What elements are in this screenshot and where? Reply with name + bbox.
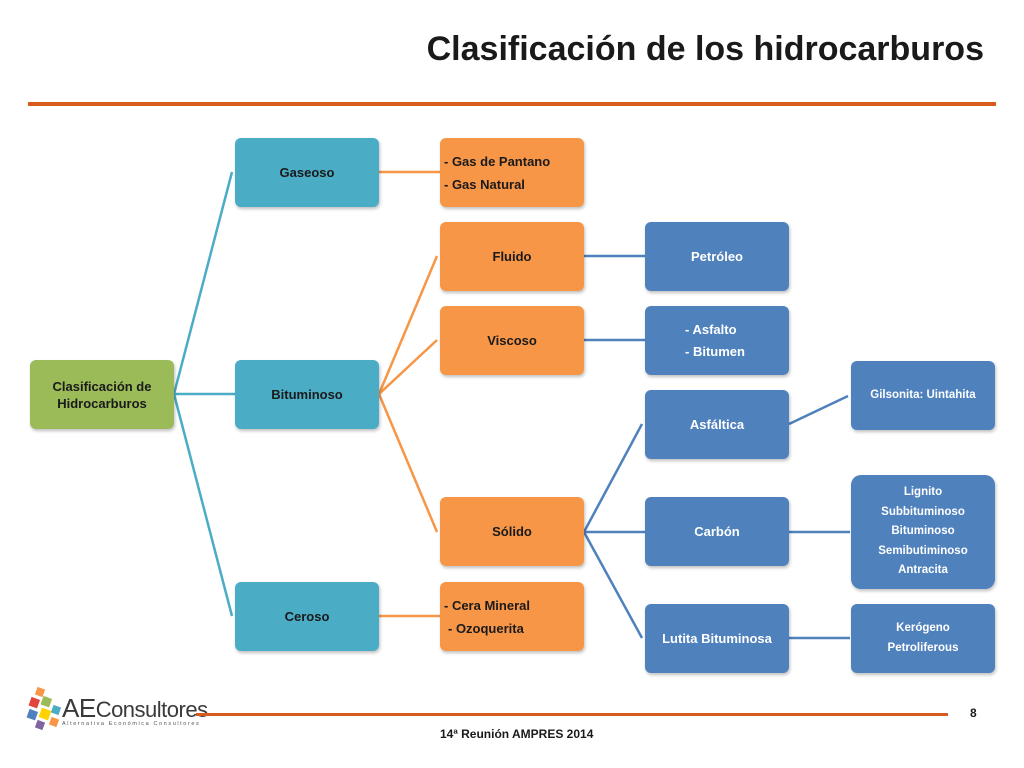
cera-item: - Ozoquerita (448, 620, 524, 636)
link-solido-asfaltica (582, 423, 644, 533)
node-root: Clasificación de Hidrocarburos (30, 360, 174, 429)
gas-item: - Gas Natural (444, 176, 525, 192)
node-gaseoso: Gaseoso (235, 138, 379, 207)
viscoso-item: - Asfalto (685, 321, 737, 337)
logo-tagline: Alternativa Económica Consultores (62, 721, 201, 727)
node-petroleo: Petróleo (645, 222, 789, 291)
footer-rule (196, 713, 948, 716)
page-title: Clasificación de los hidrocarburos (426, 30, 984, 68)
node-gilsonita: Gilsonita: Uintahita (851, 361, 995, 430)
viscoso-item: - Bitumen (685, 343, 745, 359)
link-bituminoso-viscoso (378, 339, 438, 395)
logo-wordmark: AEConsultores (62, 693, 208, 723)
carbon-item: Bituminoso (891, 525, 955, 538)
node-viscoso: Viscoso (440, 306, 584, 375)
carbon-item: Semibutiminoso (878, 544, 968, 557)
node-lutita: Lutita Bituminosa (645, 604, 789, 673)
link-root-gaseoso (172, 171, 234, 395)
carbon-item: Subbituminoso (881, 505, 965, 518)
link-root-ceroso (172, 393, 234, 617)
page-number: 8 (970, 706, 977, 720)
lutita-item: Petroliferous (887, 641, 959, 654)
carbon-item: Antracita (898, 564, 948, 577)
link-solido-lutita (582, 531, 644, 639)
gas-item: - Gas de Pantano (444, 153, 551, 169)
node-carbon-items: Lignito Subbituminoso Bituminoso Semibut… (851, 475, 995, 589)
title-underline (28, 102, 996, 106)
node-asfaltica: Asfáltica (645, 390, 789, 459)
node-gas-items: - Gas de Pantano - Gas Natural (440, 138, 584, 207)
logo-mark-icon (26, 686, 62, 731)
node-cera-items: - Cera Mineral - Ozoquerita (440, 582, 584, 651)
cera-item: - Cera Mineral (444, 597, 530, 613)
node-viscoso-items: - Asfalto - Bitumen (645, 306, 789, 375)
node-ceroso: Ceroso (235, 582, 379, 651)
link-asfaltica-gilsonita (788, 394, 849, 426)
footer-event: 14ª Reunión AMPRES 2014 (440, 727, 594, 741)
node-lutita-items: Kerógeno Petroliferous (851, 604, 995, 673)
node-fluido: Fluido (440, 222, 584, 291)
node-carbon: Carbón (645, 497, 789, 566)
lutita-item: Kerógeno (896, 622, 950, 634)
carbon-item: Lignito (903, 486, 943, 499)
link-bituminoso-solido (377, 393, 439, 533)
node-solido: Sólido (440, 497, 584, 566)
link-bituminoso-fluido (377, 255, 439, 395)
node-bituminoso: Bituminoso (235, 360, 379, 429)
